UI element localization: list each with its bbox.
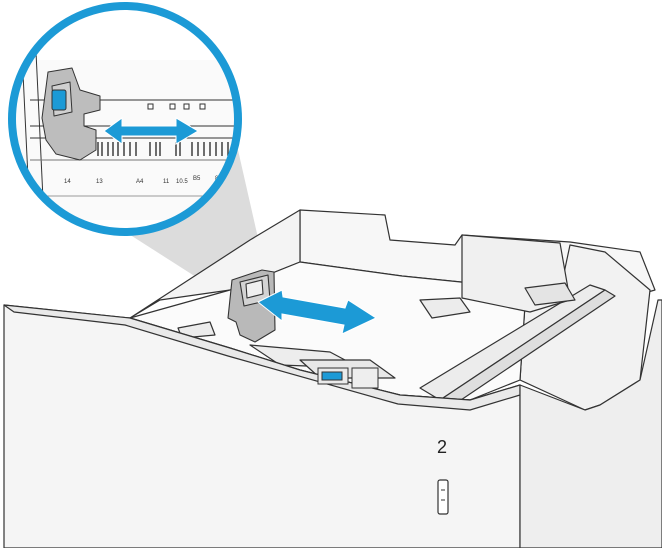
- tray-level-indicator: [437, 479, 449, 515]
- zoom-callout: 14 13 A4 11 10.5 B5 8: [8, 2, 242, 236]
- front-guide-latch: [317, 367, 379, 389]
- scale-label: 11: [163, 179, 170, 185]
- side-paper-guide: [227, 269, 276, 343]
- size-markers: [147, 103, 206, 110]
- tray-right-body: [519, 299, 662, 548]
- tray-number-label: 2: [437, 437, 447, 457]
- scale-label: 13: [96, 179, 103, 185]
- scale-ticks: [97, 142, 229, 156]
- scale-label: 10.5: [176, 179, 188, 185]
- lens-paper-guide: [41, 67, 101, 161]
- scale-label: B5: [193, 176, 201, 182]
- lens-adjust-arrow: [103, 117, 199, 145]
- scale-label: 14: [64, 179, 71, 185]
- zoom-lens-ring: [8, 2, 242, 236]
- guide-adjust-arrow: [257, 289, 378, 335]
- scale-label: A4: [136, 179, 144, 185]
- paper-tray: [3, 209, 662, 548]
